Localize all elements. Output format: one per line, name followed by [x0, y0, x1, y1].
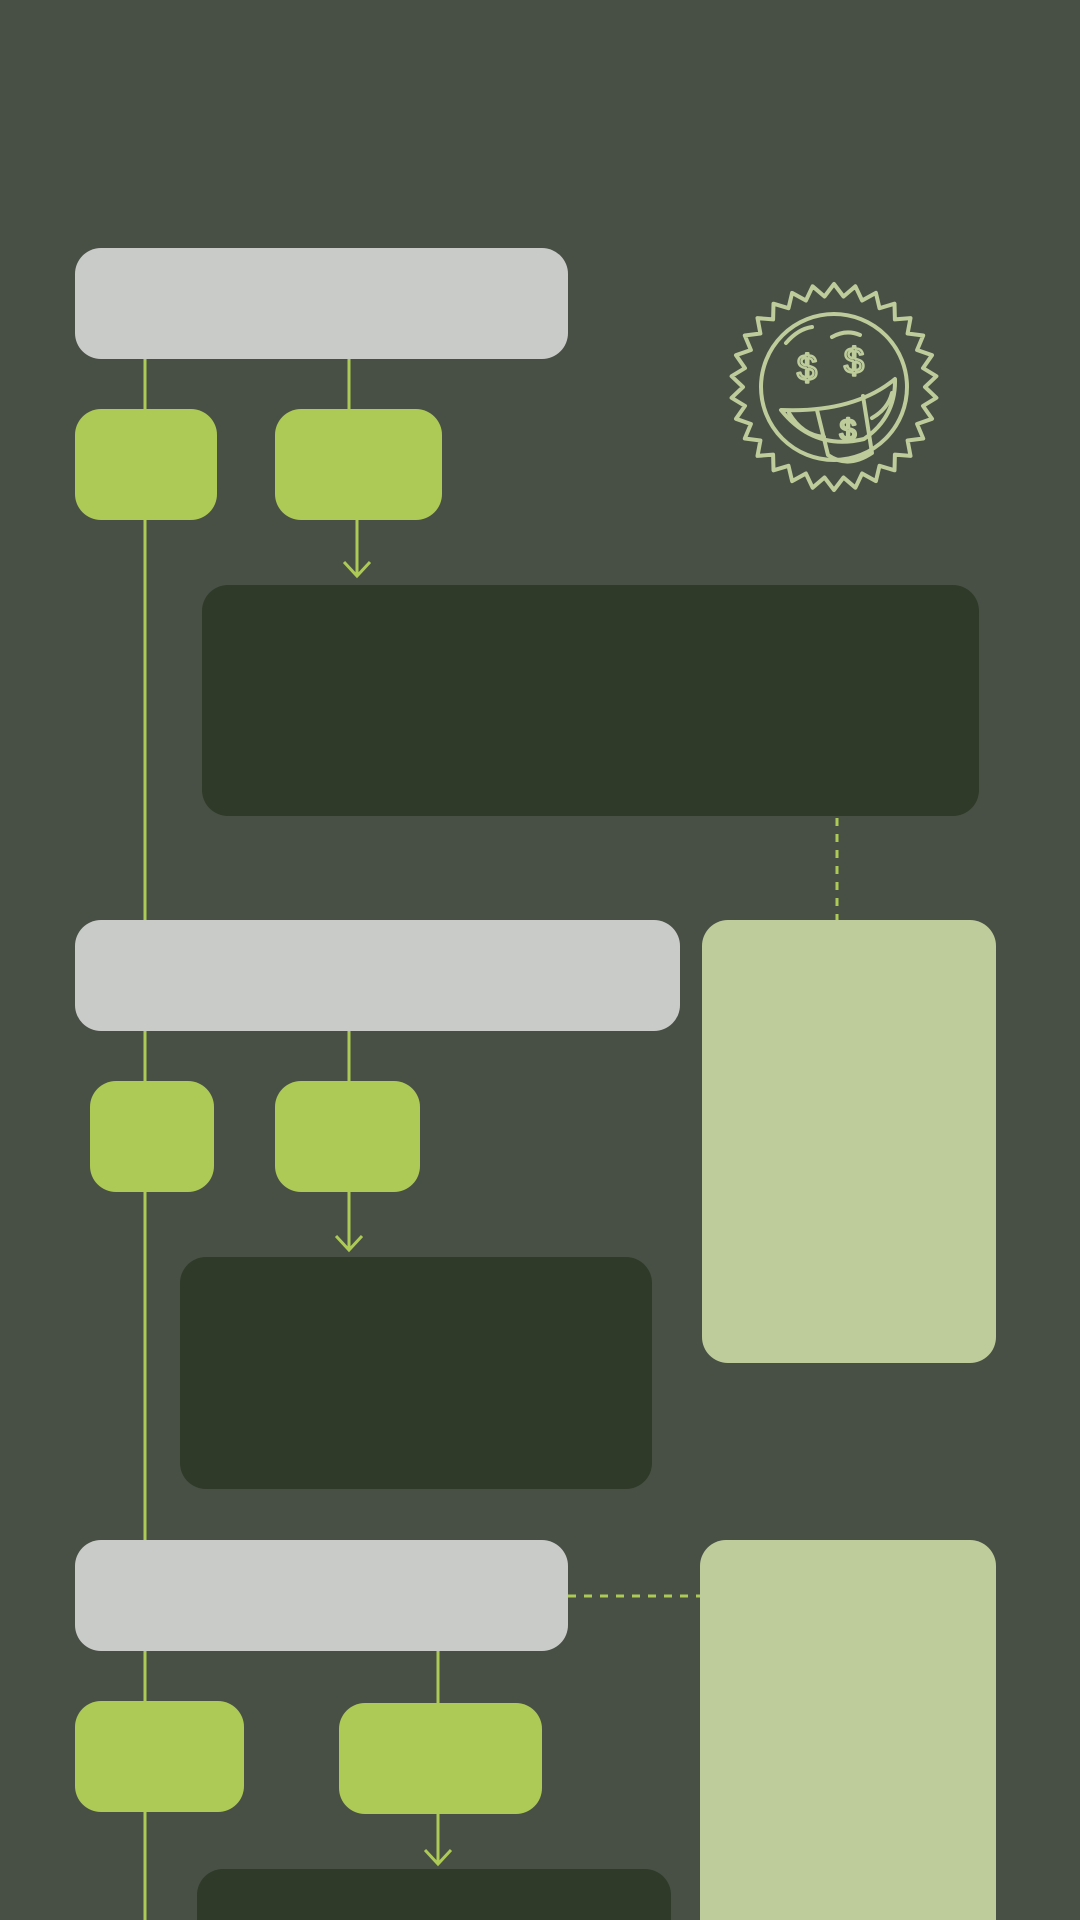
tag-block-3a — [75, 1701, 244, 1812]
tag-block-3b — [339, 1703, 542, 1814]
side-note-2 — [700, 1540, 996, 1920]
header-block-3 — [75, 1540, 568, 1651]
header-block-2 — [75, 920, 680, 1031]
svg-text:$: $ — [840, 414, 857, 447]
svg-text:$: $ — [797, 347, 817, 388]
seal-outline — [729, 282, 939, 492]
svg-text:$: $ — [844, 340, 864, 381]
tag-block-2a — [90, 1081, 214, 1192]
arrowhead-panel-1 — [342, 560, 372, 579]
arrowhead-panel-3 — [423, 1848, 453, 1867]
side-note-1 — [702, 920, 996, 1363]
money-mouth-face-icon: $ $ $ — [729, 282, 939, 492]
tag-block-2b — [275, 1081, 420, 1192]
arrowhead-panel-2 — [334, 1234, 364, 1253]
content-panel-1 — [202, 585, 979, 816]
tag-block-1a — [75, 409, 217, 520]
tag-block-1b — [275, 409, 442, 520]
header-block-1 — [75, 248, 568, 359]
content-panel-2 — [180, 1257, 652, 1489]
content-panel-3 — [197, 1869, 671, 1920]
